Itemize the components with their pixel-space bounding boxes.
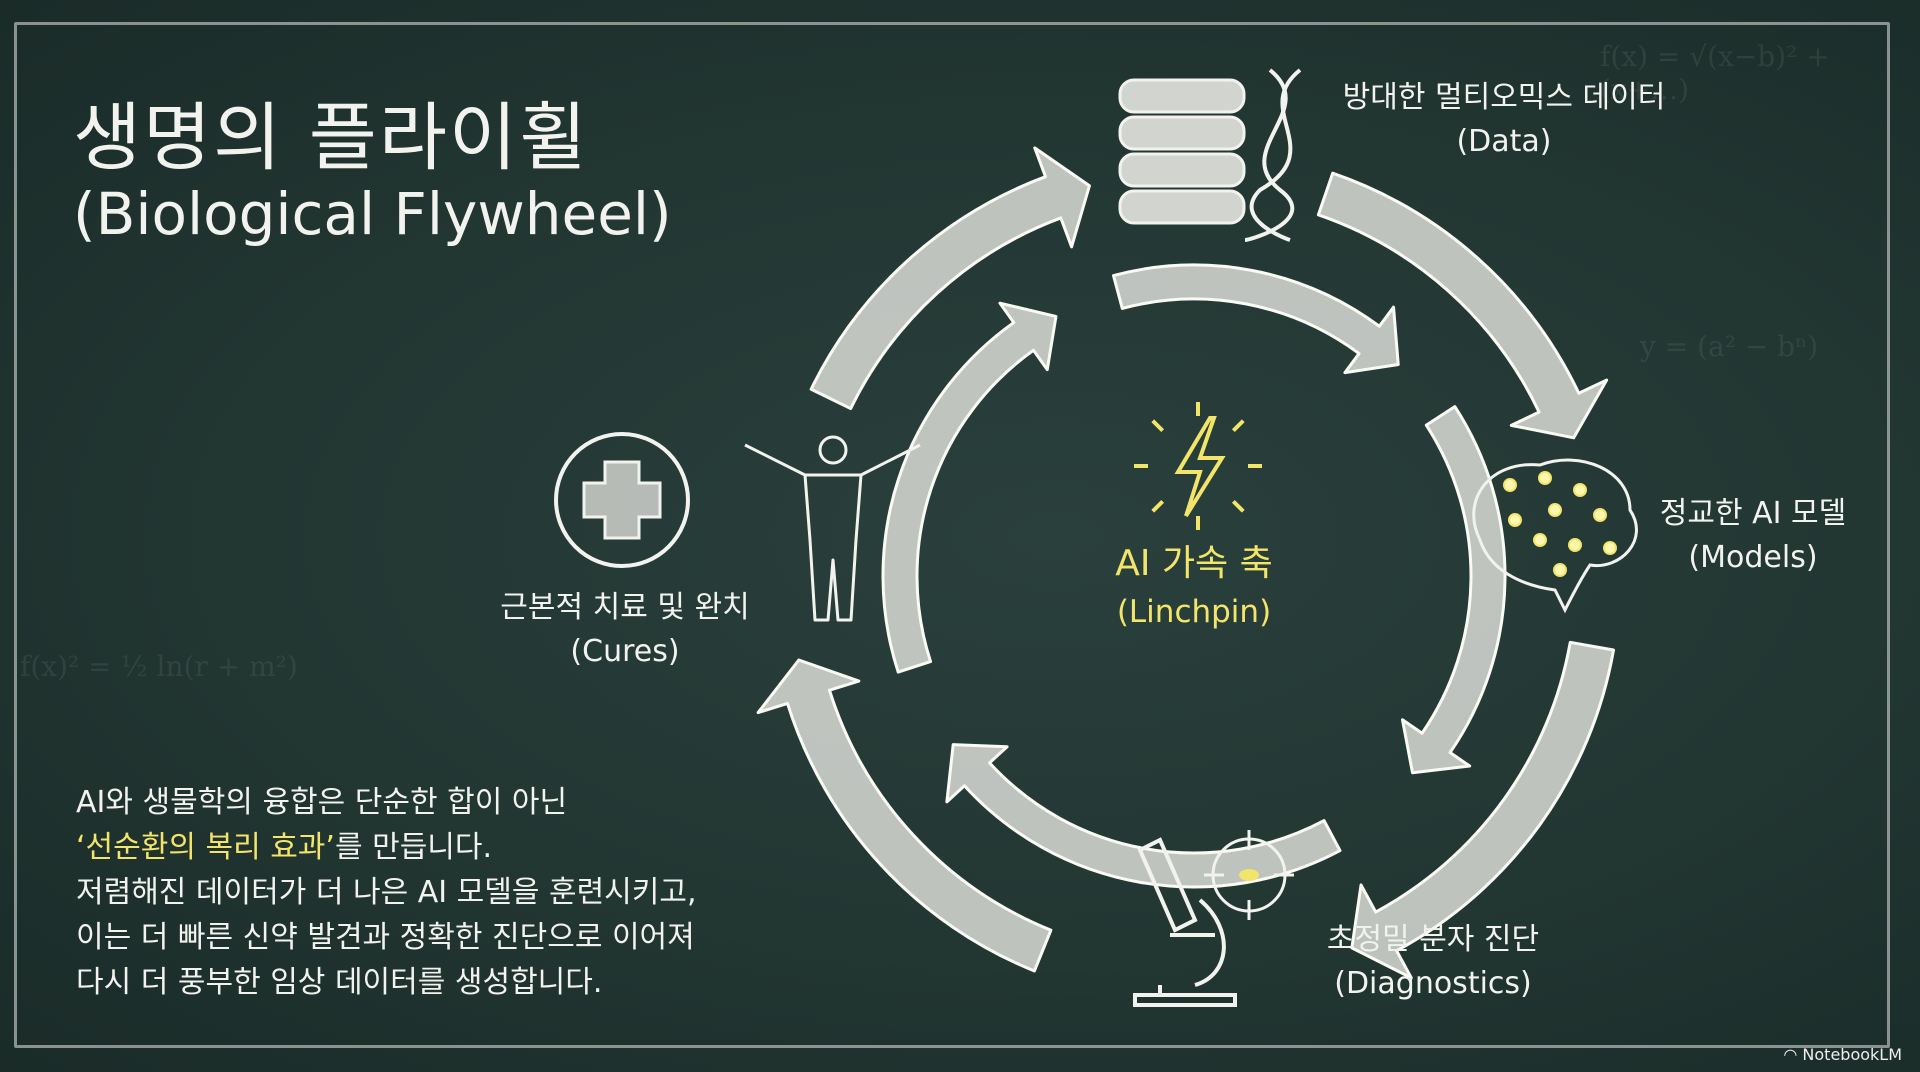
crosshair — [1204, 830, 1294, 920]
human-figure-icon — [744, 435, 921, 622]
brain-icon — [1472, 458, 1638, 614]
neuron-dot — [1593, 508, 1607, 522]
background-formula: f(x)² = ½ ln(r + m²) — [20, 650, 298, 683]
chalkboard-frame — [14, 22, 1890, 1048]
paragraph-line: 이는 더 빠른 신약 발견과 정확한 진단으로 이어져 — [76, 920, 695, 955]
microscope-icon — [1133, 837, 1237, 1007]
page-title: 생명의 플라이휠 — [73, 95, 590, 181]
medical-cross-icon — [554, 432, 690, 568]
cycle-arrow — [945, 743, 1342, 889]
cycle-arrow — [1112, 263, 1400, 375]
node-models-label: 정교한 AI 모델 (Models) — [1660, 492, 1846, 580]
cross-circle — [554, 432, 690, 568]
node-diagnostics-label: 초정밀 분자 진단 (Diagnostics) — [1327, 918, 1539, 1006]
dna-icon — [1244, 68, 1302, 242]
cycle-arrow — [1350, 640, 1616, 980]
head — [818, 435, 848, 465]
brain-outline — [1472, 458, 1638, 614]
ray — [1231, 499, 1245, 513]
center-label: AI 가속 축 (Linchpin) — [1115, 540, 1273, 636]
background-formula: y = (a² − bⁿ) — [1640, 330, 1819, 363]
arrow-shape — [1400, 405, 1507, 775]
cross — [582, 460, 662, 540]
molecule — [1239, 869, 1259, 881]
target-icon — [1204, 830, 1294, 920]
node-subtitle: (Models) — [1688, 540, 1818, 575]
node-subtitle: (Diagnostics) — [1334, 966, 1532, 1001]
neuron-dot — [1503, 478, 1517, 492]
node-cures-label: 근본적 치료 및 완치 (Cures) — [500, 586, 749, 674]
node-subtitle: (Data) — [1456, 124, 1552, 159]
paragraph-line: AI와 생물학의 융합은 단순한 합이 아닌 — [76, 785, 568, 820]
database-disk — [1118, 78, 1246, 114]
ray — [1151, 419, 1165, 433]
arrow-shape — [756, 658, 1053, 973]
lightning-icon — [1134, 402, 1262, 530]
cycle-arrow — [756, 658, 1053, 973]
notebooklm-logo-icon: ◠ — [1783, 1045, 1803, 1064]
arrow-shape — [945, 743, 1342, 889]
cycle-arrow — [809, 146, 1091, 411]
neuron-dot — [1553, 563, 1567, 577]
cycle-arrow — [1316, 171, 1609, 440]
arrow-shape — [1112, 263, 1400, 375]
bolt — [1174, 416, 1226, 518]
body — [744, 443, 921, 622]
watermark: ◠ NotebookLM — [1783, 1045, 1902, 1064]
neuron-dot — [1538, 471, 1552, 485]
microscope-shape — [1133, 837, 1237, 1007]
arrow-shape — [881, 301, 1058, 674]
neuron-dot — [1508, 513, 1522, 527]
node-title: 정교한 AI 모델 — [1659, 496, 1847, 531]
strand — [1249, 68, 1302, 242]
neuron-dot — [1533, 533, 1547, 547]
paragraph-line: 다시 더 풍부한 임상 데이터를 생성합니다. — [76, 965, 603, 1000]
description-paragraph: AI와 생물학의 융합은 단순한 합이 아닌 ‘선순환의 복리 효과’를 만듭니… — [76, 780, 697, 1005]
highlight-text: ‘선순환의 복리 효과’ — [76, 830, 335, 865]
page-subtitle: (Biological Flywheel) — [73, 180, 672, 248]
cycle-arrow — [881, 301, 1058, 674]
database-disk — [1118, 115, 1246, 151]
database-disk — [1118, 152, 1246, 188]
paragraph-line: 저렴해진 데이터가 더 나은 AI 모델을 훈련시키고, — [76, 875, 697, 910]
cycle-arrow — [1400, 405, 1507, 775]
ray — [1151, 499, 1165, 513]
neuron-dot — [1603, 541, 1617, 555]
node-subtitle: (Cures) — [570, 634, 680, 669]
watermark-text: NotebookLM — [1802, 1045, 1902, 1064]
arrow-shape — [1350, 640, 1616, 980]
background-formula: f(x) = √(x−b)² + (x+…) — [1600, 40, 1830, 106]
neuron-dot — [1573, 483, 1587, 497]
center-title: AI 가속 축 — [1115, 543, 1273, 584]
database-icon — [1118, 78, 1246, 225]
center-subtitle: (Linchpin) — [1116, 594, 1272, 630]
arrow-shape — [1316, 171, 1609, 440]
node-data-label: 방대한 멀티오믹스 데이터 (Data) — [1343, 76, 1666, 164]
neuron-dot — [1568, 538, 1582, 552]
node-title: 방대한 멀티오믹스 데이터 — [1342, 80, 1666, 115]
paragraph-line: ‘선순환의 복리 효과’를 만듭니다. — [76, 825, 697, 870]
node-title: 근본적 치료 및 완치 — [500, 590, 750, 625]
arrow-shape — [809, 146, 1091, 411]
database-disk — [1118, 189, 1246, 225]
node-title: 초정밀 분자 진단 — [1326, 922, 1540, 957]
ray — [1231, 419, 1245, 433]
paragraph-text: 를 만듭니다. — [334, 830, 493, 865]
neuron-dot — [1548, 503, 1562, 517]
